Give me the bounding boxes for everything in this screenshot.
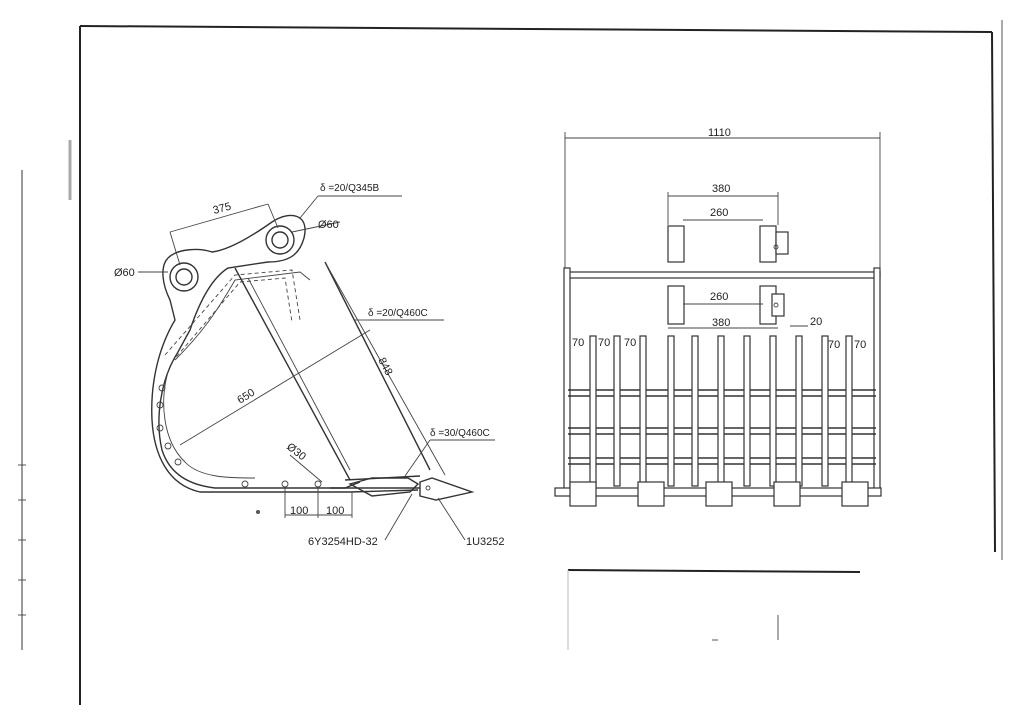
dim-width: 650 [179,329,371,446]
dim-bar-2: 70 [598,337,610,349]
bucket-outer-profile [158,214,361,489]
dim-hole-pitch: 100 100 [284,488,353,518]
top-beam [564,271,881,279]
dim-ear-outer-lower: 380 [712,317,730,329]
dim-depth: 848 [324,261,446,476]
dim-ear-inner: 260 [710,207,728,219]
dim-bar-5: 70 [854,339,866,351]
part-label-tooth: 1U3252 [466,536,505,548]
dim-pin-dia-left: Ø60 [114,267,135,279]
side-frame-right [873,267,881,491]
drawing-border [18,20,1003,705]
pin-boss-right [265,225,295,255]
dim-overall-width: 1110 [564,127,881,275]
dim-848-text: 848 [375,356,394,378]
dim-bar-4: 70 [828,339,840,351]
pin-boss-left [169,262,199,292]
plate-label-bottom: δ =30/Q460C [430,428,490,439]
part-label-adapter: 6Y3254HD-32 [308,536,378,548]
dim-ear-inner-lower: 260 [710,291,728,303]
adapter [348,477,420,497]
tooth [419,477,475,501]
dim-375-text: 375 [212,201,233,217]
dim-hole-pitch-1: 100 [290,505,308,517]
bucket-inner-line [174,271,311,361]
plate-label-side: δ =20/Q460C [368,308,428,319]
dim-pin-spacing: 375 [169,201,279,266]
side-view: 375 Ø60 Ø60 δ =20/Q345B δ =20/Q460C δ =3… [114,183,505,548]
dim-1110-text: 1110 [708,127,731,139]
tines [589,335,853,487]
bolt-holes [156,384,322,488]
reinforcement-rib [164,269,301,356]
dim-ear-outer: 380 [712,183,730,195]
front-view: 1110 380 260 260 380 20 [554,127,882,507]
dim-gap: 20 [810,316,822,328]
ear-lower-left [667,285,685,325]
dim-pin-dia-right: Ø60 [318,219,339,231]
plate-label-top: δ =20/Q345B [320,183,380,194]
ear-upper-left [667,225,685,263]
dim-bar-3: 70 [624,337,636,349]
dim-bar-1: 70 [572,337,584,349]
dim-hole-pitch-2: 100 [326,505,344,517]
teeth-blocks [569,481,869,507]
dim-650-text: 650 [235,387,257,407]
side-frame-left [563,267,571,491]
ear-upper-right [759,225,777,263]
